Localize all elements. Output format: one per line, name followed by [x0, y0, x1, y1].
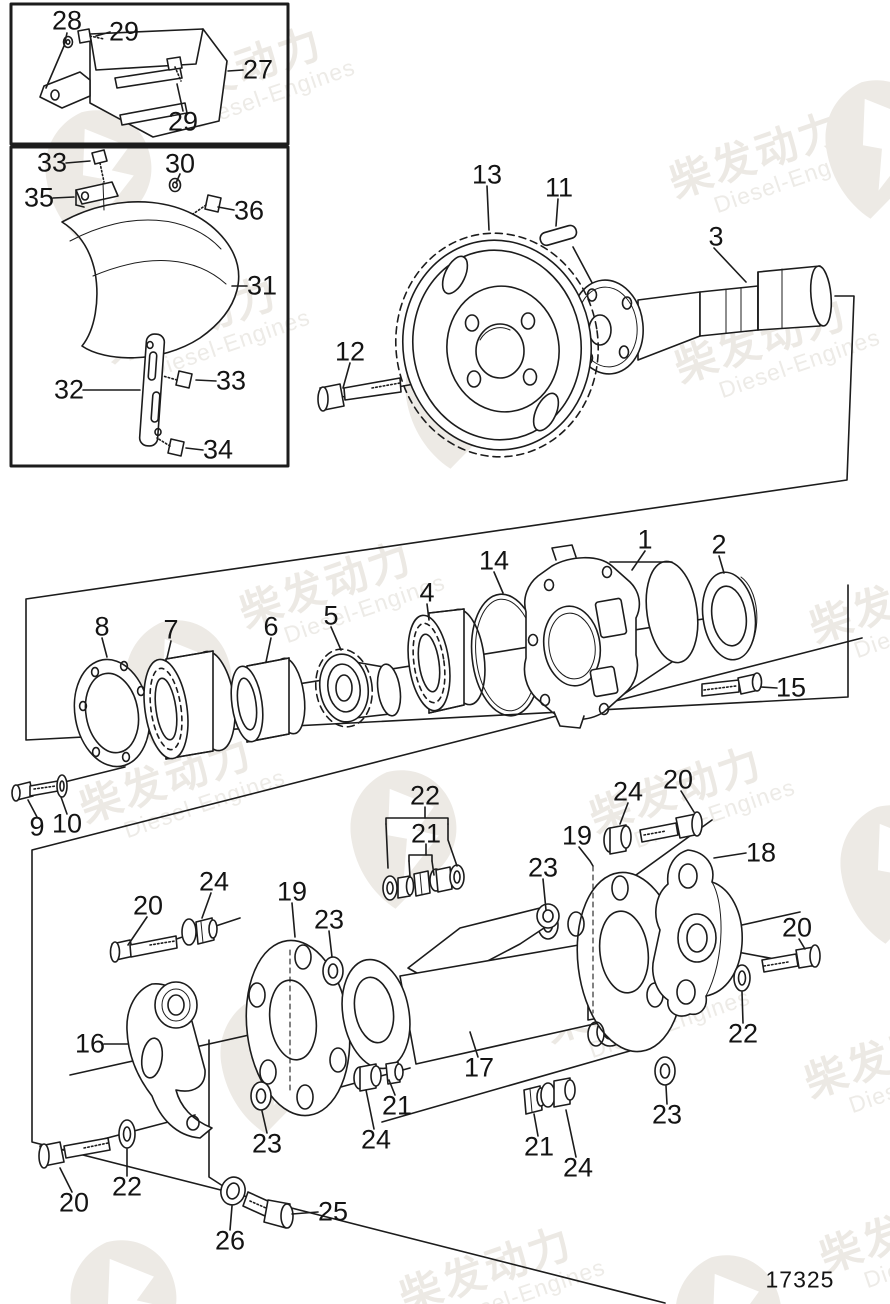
washer-22-bottom-left: [118, 1119, 136, 1149]
nut-pair-bottom-mid: [353, 1061, 404, 1092]
callout-2: 2: [711, 529, 727, 560]
callout-29: 29: [167, 106, 199, 137]
callout-6: 6: [263, 611, 279, 642]
bushing-24-top: [603, 824, 632, 855]
timing-gear-13: [394, 232, 600, 458]
disc-19-left: [245, 939, 351, 1117]
callout-23: 23: [251, 1128, 283, 1159]
bolt-20-top-left: [109, 935, 178, 963]
callout-34: 34: [202, 434, 234, 465]
callout-21: 21: [523, 1131, 555, 1162]
callout-15: 15: [775, 672, 807, 703]
drawing-number: 17325: [765, 1266, 835, 1293]
callout-16: 16: [74, 1028, 106, 1059]
bushing-6: [230, 657, 306, 743]
leader-lines: [27, 31, 806, 1231]
part-18-bracket: [652, 849, 743, 1017]
callout-22: 22: [727, 1018, 759, 1049]
watermark-logo: [44, 1205, 236, 1304]
callout-35: 35: [23, 182, 55, 213]
callout-30: 30: [164, 148, 196, 179]
callout-24: 24: [612, 776, 644, 807]
bearing-4: [407, 608, 486, 714]
shield-31-group: [61, 149, 240, 457]
housing-1: [523, 544, 699, 729]
callout-21: 21: [410, 818, 442, 849]
bolt-25: [242, 1191, 294, 1229]
callout-32: 32: [53, 374, 85, 405]
callout-22: 22: [111, 1171, 143, 1202]
callout-21: 21: [381, 1090, 413, 1121]
callout-13: 13: [471, 159, 503, 190]
callout-5: 5: [323, 600, 339, 631]
callout-8: 8: [94, 611, 110, 642]
nut-pair-bottom-center: [523, 1077, 576, 1115]
inset-frames: [9, 2, 290, 468]
callout-20: 20: [662, 764, 694, 795]
exploded-view-frames: [25, 295, 863, 1304]
bolt-15: [701, 672, 763, 697]
hardware-stack-21-22: [382, 864, 465, 901]
bolt-9-washer-10: [11, 774, 68, 802]
callout-26: 26: [214, 1225, 246, 1256]
callout-31: 31: [246, 270, 278, 301]
camshaft-3: [637, 265, 833, 361]
washer-22-right: [733, 964, 751, 992]
callout-27: 27: [242, 54, 274, 85]
callout-20: 20: [781, 912, 813, 943]
bolt-20-right: [761, 944, 821, 973]
callout-17: 17: [463, 1052, 495, 1083]
bracket-16: [126, 981, 213, 1139]
callout-25: 25: [317, 1196, 349, 1227]
callout-12: 12: [334, 336, 366, 367]
callout-3: 3: [708, 221, 724, 252]
bearing-7: [143, 650, 236, 760]
callout-23: 23: [527, 852, 559, 883]
bolt-20-top-right: [639, 811, 703, 843]
callout-11: 11: [544, 172, 574, 203]
callout-7: 7: [163, 614, 179, 645]
callout-19: 19: [561, 820, 593, 851]
washer-26: [220, 1176, 246, 1206]
callout-23: 23: [313, 904, 345, 935]
callout-29: 29: [108, 16, 140, 47]
watermark-logo: [649, 1220, 841, 1304]
callout-9: 9: [29, 811, 45, 842]
callout-24: 24: [360, 1124, 392, 1155]
watermark-logo: [814, 770, 890, 965]
bolt-12: [317, 377, 402, 412]
ring-2: [701, 571, 758, 661]
pin-11: [539, 224, 578, 247]
callout-14: 14: [478, 545, 510, 576]
callout-24: 24: [198, 866, 230, 897]
callout-22: 22: [409, 780, 441, 811]
nut-24-top-left: [181, 917, 218, 946]
callout-24: 24: [562, 1152, 594, 1183]
drive-gear-5: [314, 648, 402, 728]
callout-20: 20: [58, 1187, 90, 1218]
watermark-logo: [324, 735, 516, 930]
callout-28: 28: [51, 5, 83, 36]
callout-33: 33: [215, 365, 247, 396]
callout-18: 18: [745, 837, 777, 868]
callout-33: 33: [36, 147, 68, 178]
callout-20: 20: [132, 890, 164, 921]
callout-1: 1: [637, 524, 653, 555]
cover-27: [39, 28, 228, 138]
callout-36: 36: [233, 195, 265, 226]
callout-19: 19: [276, 876, 308, 907]
callout-10: 10: [51, 808, 83, 839]
callout-23: 23: [651, 1099, 683, 1130]
bolt-20-bottom-left: [38, 1137, 111, 1169]
watermark-logo: [799, 45, 890, 240]
callout-4: 4: [419, 577, 435, 608]
